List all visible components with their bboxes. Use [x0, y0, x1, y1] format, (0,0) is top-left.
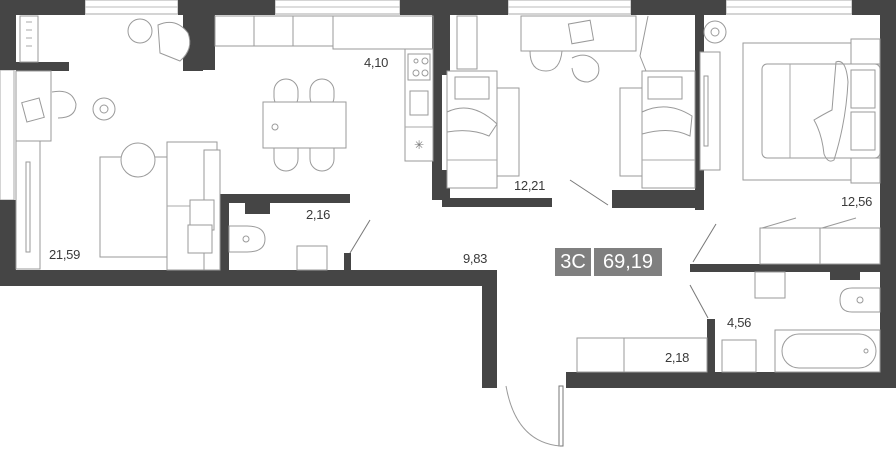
doors: [349, 179, 717, 447]
svg-text:✳: ✳: [414, 138, 424, 152]
room-area-kitchen: 4,10: [364, 55, 389, 70]
apartment-type-badge: 3С: [555, 248, 591, 276]
total-area-badge: 69,19: [594, 248, 662, 276]
bathroom-fixtures: [721, 271, 881, 373]
room-area-kids-bedroom: 12,21: [514, 178, 546, 193]
kids-bedroom-furniture: [446, 15, 696, 189]
room-area-wc: 2,16: [306, 207, 331, 222]
storage-fixtures: [576, 337, 708, 373]
room-area-living: 21,59: [49, 247, 81, 262]
wc-fixtures: [228, 225, 328, 271]
room-area-master-bedroom: 12,56: [841, 194, 873, 209]
kitchen-furniture: ✳: [214, 15, 434, 172]
windows: [0, 0, 853, 201]
living-furniture: [15, 15, 221, 271]
room-area-bathroom: 4,56: [727, 315, 752, 330]
master-bedroom-furniture: [699, 20, 881, 265]
room-area-hall: 9,83: [463, 251, 488, 266]
room-area-storage: 2,18: [665, 350, 690, 365]
